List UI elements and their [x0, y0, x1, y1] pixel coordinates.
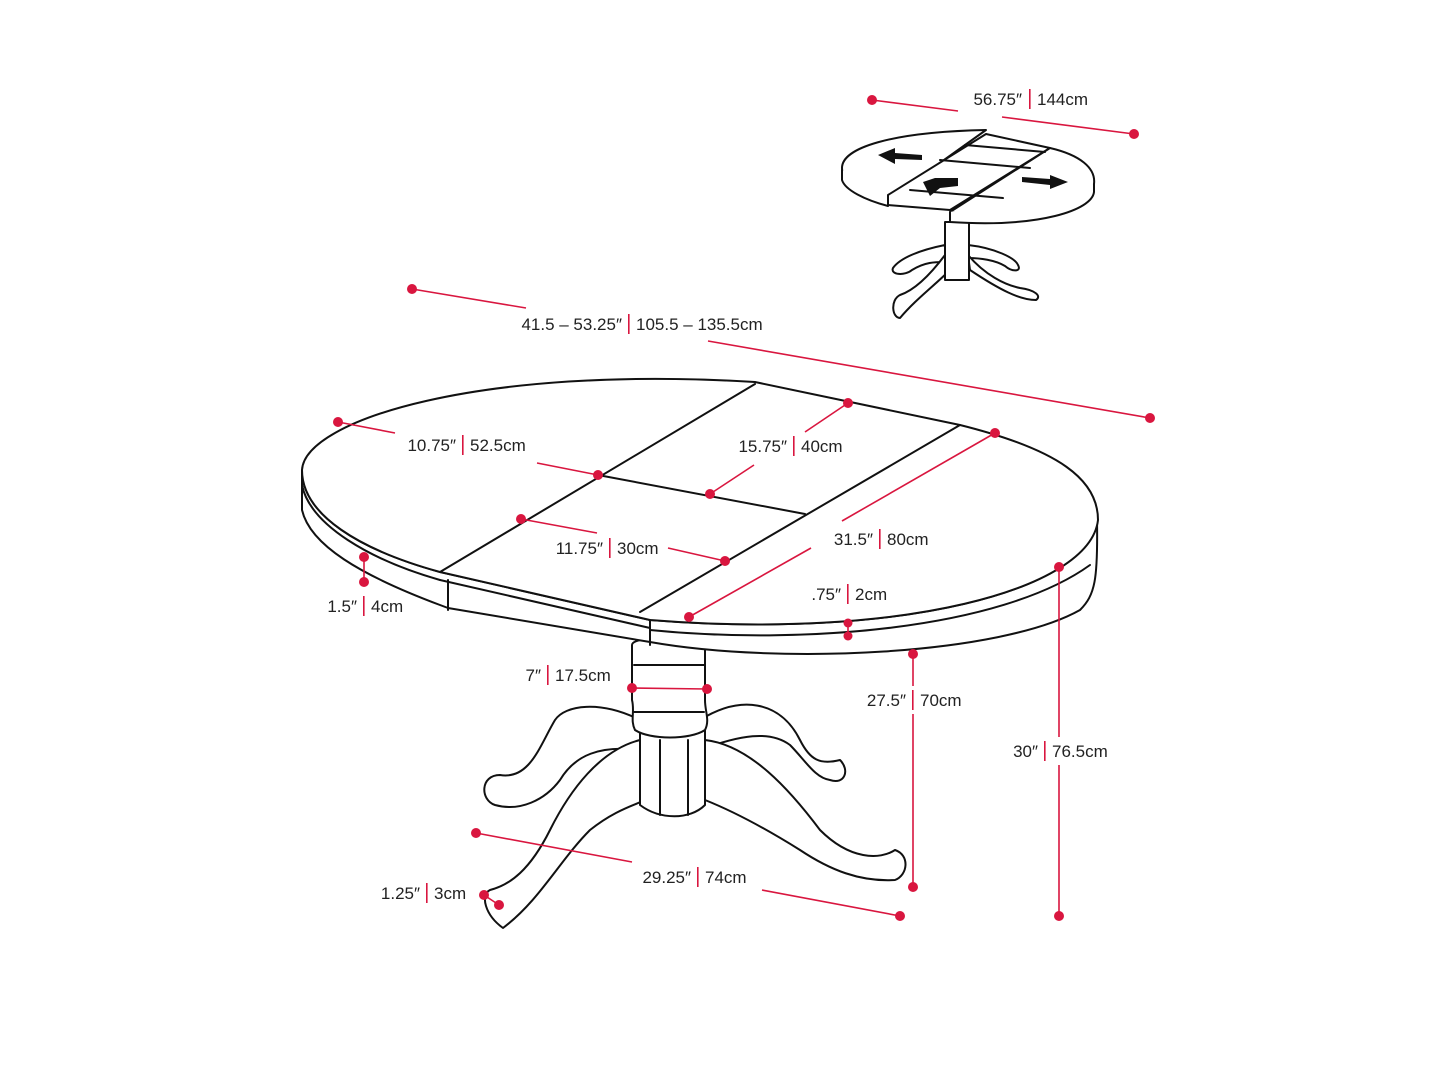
- label-pedestal-diameter: 7″ 17.5cm: [526, 665, 611, 685]
- label-cm: 3cm: [434, 884, 466, 903]
- arrow-up-left-icon: [923, 178, 958, 196]
- label-table-width: 31.5″ 80cm: [834, 529, 929, 549]
- label-table-length: 41.5 – 53.25″ 105.5 – 135.5cm: [521, 314, 763, 334]
- label-cm: 2cm: [855, 585, 887, 604]
- label-leaf-depth: 11.75″ 30cm: [556, 538, 659, 558]
- arrow-right-icon: [1022, 175, 1068, 189]
- label-cm: 4cm: [371, 597, 403, 616]
- label-inch: 30″: [1013, 742, 1038, 761]
- label-cm: 17.5cm: [555, 666, 611, 685]
- label-top-thickness: .75″ 2cm: [811, 584, 887, 604]
- label-inch: 7″: [526, 666, 541, 685]
- label-cm: 105.5 – 135.5cm: [636, 315, 763, 334]
- label-clearance-height: 27.5″ 70cm: [867, 690, 962, 710]
- label-inch: 29.25″: [642, 868, 691, 887]
- label-inch: 1.25″: [381, 884, 420, 903]
- label-inch: 15.75″: [738, 437, 787, 456]
- label-cm: 52.5cm: [470, 436, 526, 455]
- label-end-section: 10.75″ 52.5cm: [407, 435, 526, 455]
- label-inch: .75″: [811, 585, 841, 604]
- label-inch: 56.75″: [973, 90, 1022, 109]
- label-inch: 31.5″: [834, 530, 873, 549]
- label-cm: 74cm: [705, 868, 747, 887]
- dimension-lines: [333, 95, 1155, 921]
- label-cm: 80cm: [887, 530, 929, 549]
- label-cm: 144cm: [1037, 90, 1088, 109]
- label-cm: 76.5cm: [1052, 742, 1108, 761]
- label-leaf-width: 15.75″ 40cm: [738, 436, 843, 456]
- label-inch: 27.5″: [867, 691, 906, 710]
- label-base-span: 29.25″ 74cm: [642, 867, 747, 887]
- main-table-illustration: [301, 377, 1099, 929]
- label-foot-size: 1.25″ 3cm: [381, 883, 466, 903]
- label-inch: 1.5″: [327, 597, 357, 616]
- label-inch: 41.5 – 53.25″: [521, 315, 622, 334]
- arrow-left-icon: [878, 148, 922, 164]
- label-cm: 30cm: [617, 539, 659, 558]
- label-inch: 10.75″: [407, 436, 456, 455]
- preview-table-illustration: [841, 129, 1096, 319]
- label-apron-height: 1.5″ 4cm: [327, 596, 403, 616]
- label-total-height: 30″ 76.5cm: [1013, 741, 1108, 761]
- label-cm: 70cm: [920, 691, 962, 710]
- label-extended-length: 56.75″ 144cm: [973, 89, 1088, 109]
- label-inch: 11.75″: [556, 539, 603, 558]
- label-cm: 40cm: [801, 437, 843, 456]
